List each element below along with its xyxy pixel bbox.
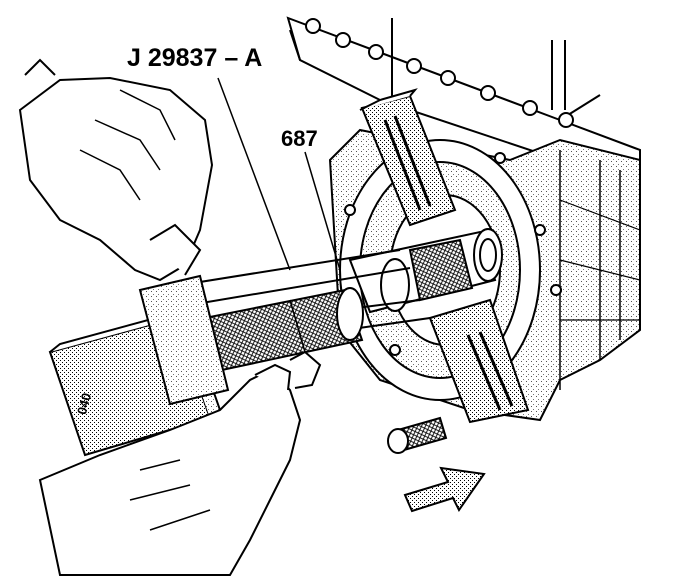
shaft-687 [348, 228, 503, 314]
bolt [387, 416, 448, 454]
tool-stamp: 040 [74, 391, 94, 416]
leader-lines [217, 77, 341, 271]
upper-hand [18, 58, 214, 282]
puller-tool [48, 249, 431, 457]
upper-bracket [359, 88, 457, 227]
part-callout-label: 687 [281, 126, 318, 151]
leader-tool [217, 77, 291, 271]
lower-bracket [428, 298, 530, 424]
tool-callout-label: J 29837 – A [127, 44, 263, 72]
case-bolts [305, 18, 574, 128]
arrow-right-icon [403, 466, 486, 513]
leader-part [304, 151, 341, 271]
lower-hand [38, 350, 322, 576]
